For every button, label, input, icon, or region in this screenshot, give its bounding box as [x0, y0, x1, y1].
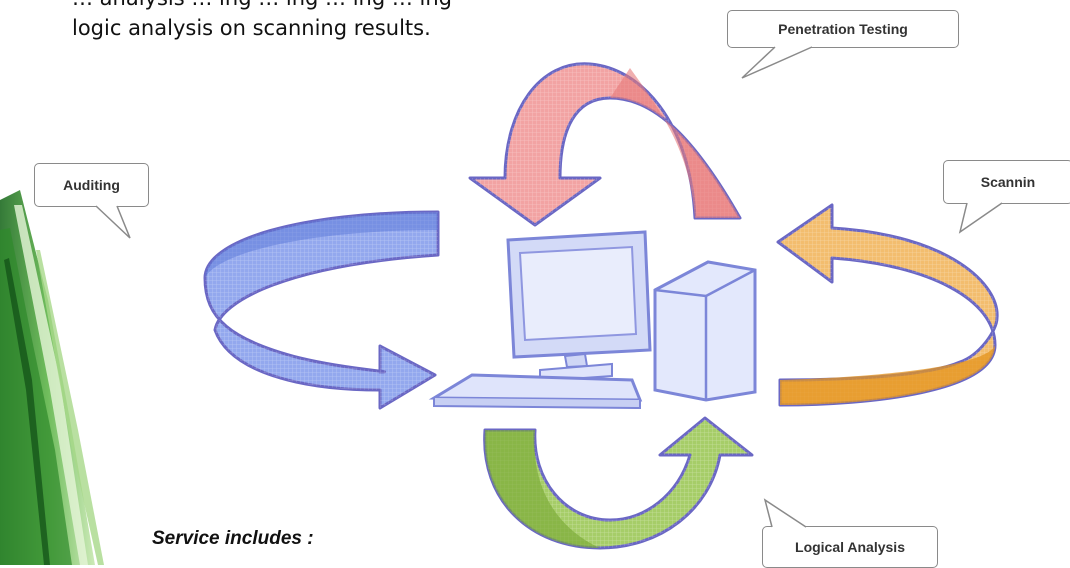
penetration-testing-callout: Penetration Testing — [727, 10, 959, 48]
penetration-arrow — [468, 62, 742, 227]
logical-analysis-callout: Logical Analysis — [762, 526, 938, 568]
service-includes-heading: Service includes : — [152, 528, 314, 549]
scanning-arrow — [776, 203, 999, 407]
intro-text: … analysis … ing … ing … ing … ing logic… — [0, 0, 730, 60]
auditing-label: Auditing — [63, 177, 120, 193]
scanning-label: Scannin — [980, 174, 1036, 190]
desktop-computer-icon — [428, 230, 757, 410]
auditing-callout: Auditing — [34, 163, 149, 207]
intro-line-1: … analysis … ing … ing … ing … ing — [72, 0, 452, 10]
intro-line-2: logic analysis on scanning results. — [72, 16, 431, 40]
auditing-arrow — [203, 210, 440, 410]
scanning-callout: Scannin — [943, 160, 1070, 204]
grass-decoration — [0, 190, 104, 565]
logical-analysis-arrow — [483, 416, 754, 550]
logical-analysis-label: Logical Analysis — [795, 539, 905, 555]
penetration-testing-label: Penetration Testing — [778, 21, 908, 37]
